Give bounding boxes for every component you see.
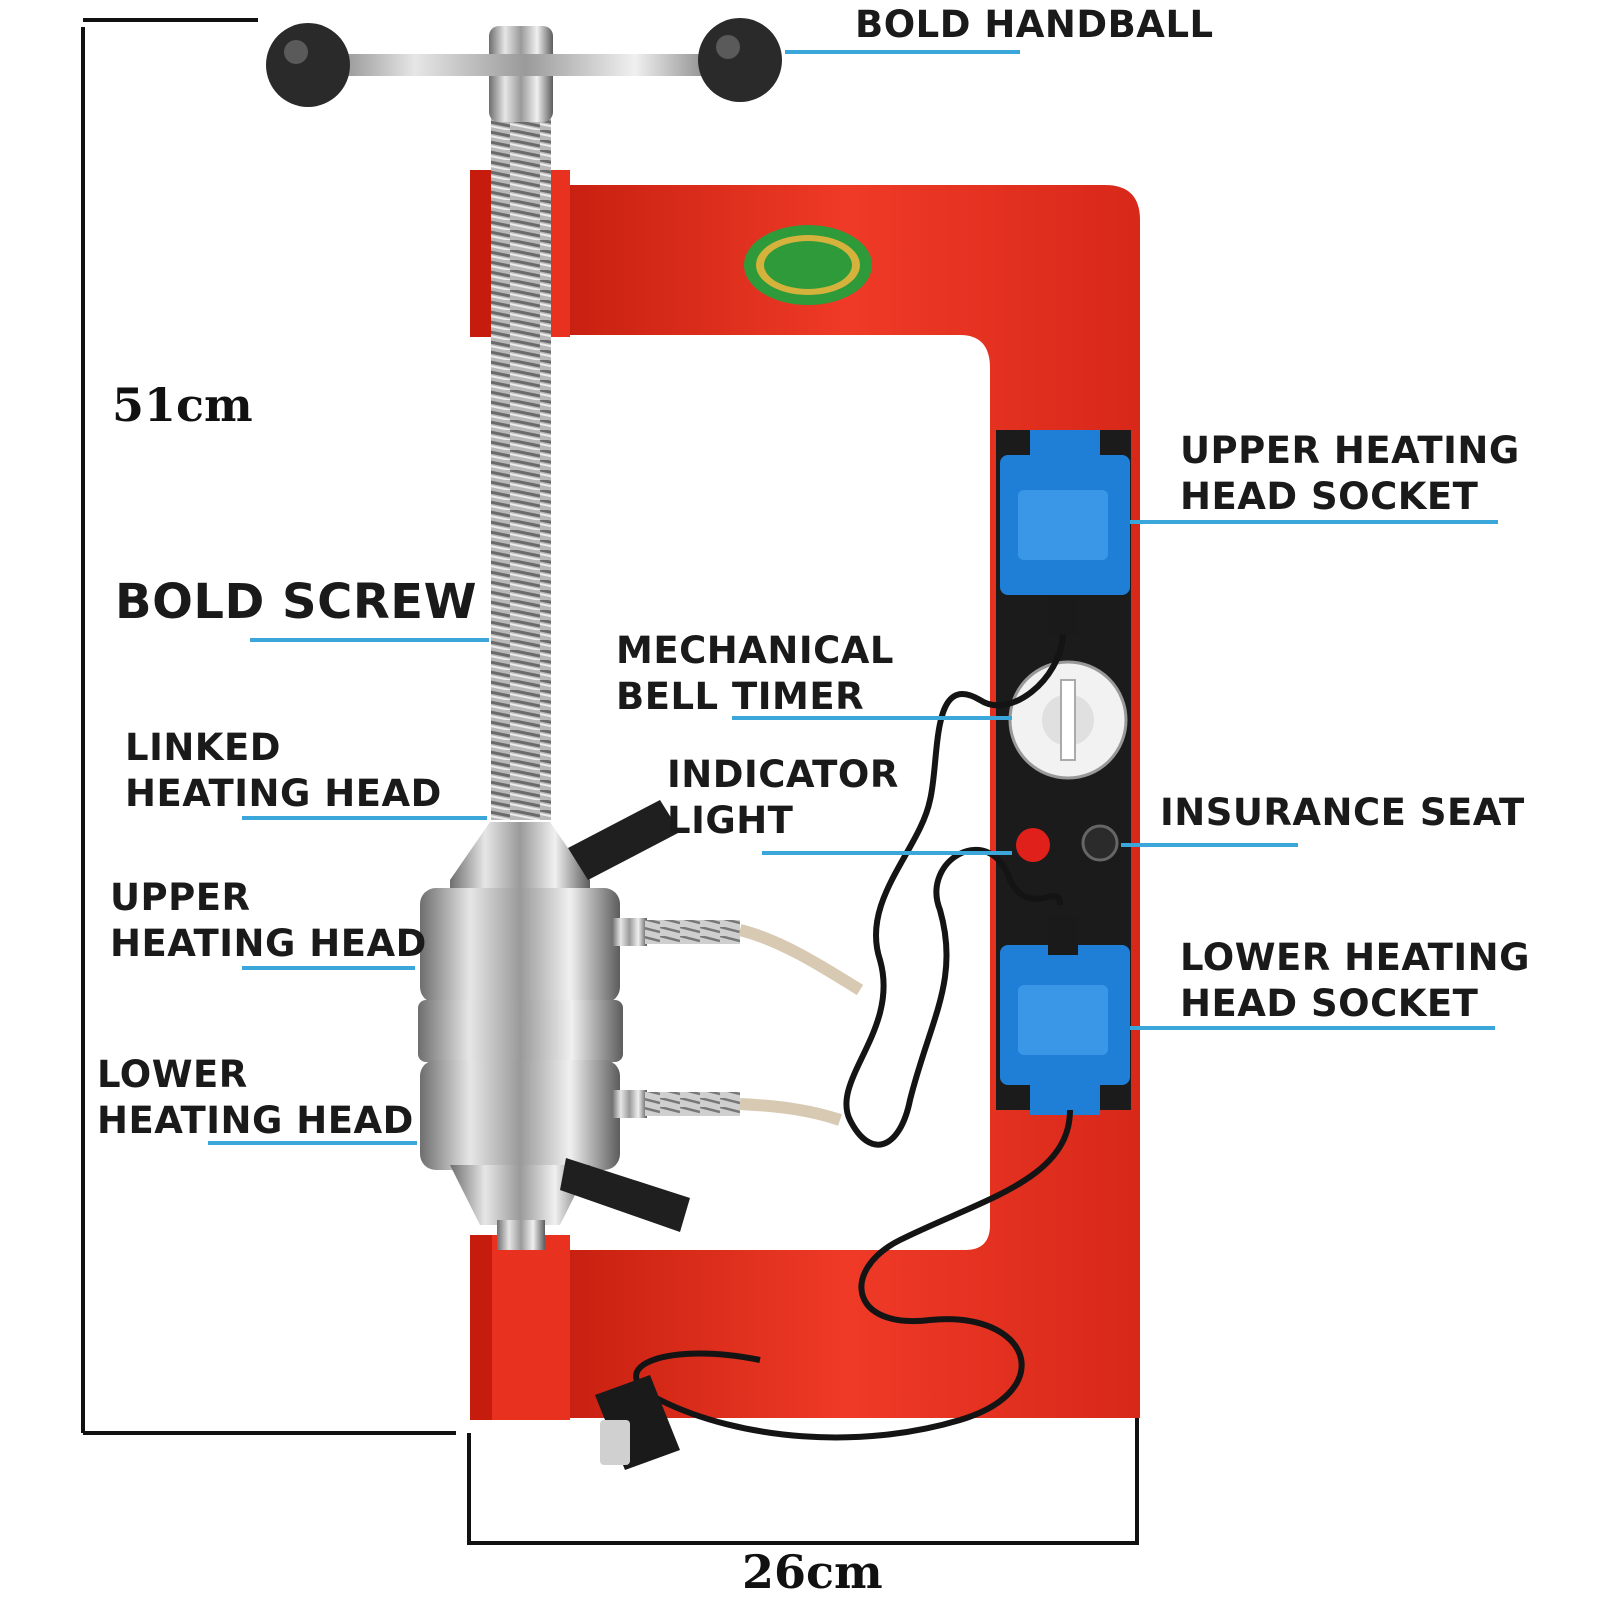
callout-mechanical-bell-timer: MECHANICAL BELL TIMER (616, 629, 894, 718)
callout-bold-screw: BOLD SCREW (115, 574, 478, 630)
callout-linked-heating-head: LINKED HEATING HEAD (125, 726, 442, 815)
height-dimension-line (81, 18, 456, 1435)
callout-bold-handball: BOLD HANDBALL (855, 3, 1214, 46)
red-c-frame (470, 170, 1140, 1420)
heating-head-assembly (418, 800, 864, 1250)
badge-icon (744, 225, 872, 305)
fuse-seat-icon (1081, 824, 1119, 862)
callout-upper-heating-head-socket: UPPER HEATING HEAD SOCKET (1180, 429, 1520, 518)
height-label: 51cm (112, 378, 253, 432)
callout-indicator-light: INDICATOR LIGHT (667, 753, 899, 842)
bell-timer-icon (1008, 660, 1128, 780)
callout-lower-heating-head: LOWER HEATING HEAD (97, 1053, 414, 1142)
callout-lower-heating-head-socket: LOWER HEATING HEAD SOCKET (1180, 936, 1531, 1025)
upper-socket-icon (1000, 430, 1130, 635)
handball-left-icon (266, 23, 350, 107)
callout-upper-heating-head: UPPER HEATING HEAD (110, 876, 427, 965)
callout-insurance-seat: INSURANCE SEAT (1160, 791, 1525, 834)
handball-right-icon (698, 18, 782, 102)
leader-lines (208, 50, 1498, 1145)
plug-icon (595, 1375, 680, 1470)
lower-socket-icon (1000, 915, 1130, 1115)
width-dimension-line (467, 1418, 1139, 1545)
width-label: 26cm (742, 1545, 883, 1599)
indicator-light-icon (1016, 828, 1050, 862)
screw-thread (491, 110, 551, 820)
